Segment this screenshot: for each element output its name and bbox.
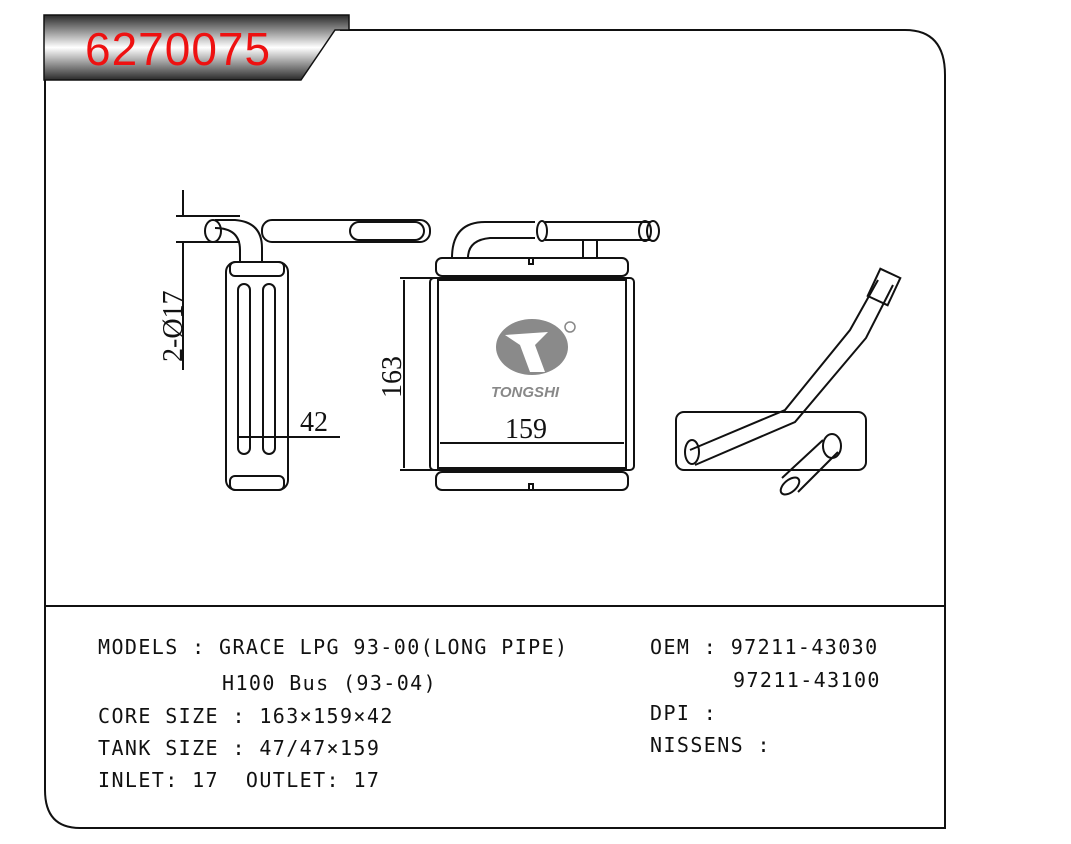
nissens-label: NISSENS xyxy=(650,733,745,757)
dpi-row: DPI : xyxy=(650,703,731,723)
sep: : xyxy=(232,736,246,760)
tank-size-row: TANK SIZE : 47/47×159 xyxy=(98,738,380,758)
part-number-banner xyxy=(43,14,350,81)
oem-row: OEM : 97211-43030 xyxy=(650,637,879,657)
inlet-label: INLET: xyxy=(98,768,179,792)
sep: : xyxy=(703,635,718,659)
tank-size-value: 47/47×159 xyxy=(259,736,381,760)
brand-name: TONGSHI xyxy=(491,384,560,401)
front-view-drawing xyxy=(400,220,660,491)
outlet-value: 17 xyxy=(353,768,381,792)
models-row: MODELS : GRACE LPG 93-00(LONG PIPE) xyxy=(98,637,568,657)
inlet-outlet-row: INLET: 17 OUTLET: 17 xyxy=(98,770,380,790)
models-value-2: H100 Bus (93-04) xyxy=(222,671,438,695)
sep: : xyxy=(757,733,771,757)
height-dim: 163 xyxy=(377,356,408,398)
depth-dim: 42 xyxy=(300,407,328,438)
nissens-row: NISSENS : xyxy=(650,735,784,755)
part-number: 6270075 xyxy=(85,23,272,75)
core-size-row: CORE SIZE : 163×159×42 xyxy=(98,706,394,726)
oem-value: 97211-43030 xyxy=(730,635,879,659)
oem-value: 97211-43100 xyxy=(733,668,881,692)
sep: : xyxy=(703,701,718,725)
sep: : xyxy=(232,704,246,728)
pipe-diameter-dim: 2-Ø17 xyxy=(158,290,189,362)
brand-logo: TONGSHI xyxy=(491,319,576,401)
oem-label: OEM xyxy=(650,635,691,659)
side-view-drawing xyxy=(176,190,431,491)
inlet-value: 17 xyxy=(192,768,219,792)
outlet-label: OUTLET: xyxy=(245,768,340,792)
models-value: GRACE LPG 93-00(LONG PIPE) xyxy=(219,635,569,659)
models-label: MODELS xyxy=(98,635,179,659)
core-size-label: CORE SIZE xyxy=(98,704,219,728)
dpi-label: DPI xyxy=(650,701,691,725)
sep: : xyxy=(192,635,206,659)
width-dim: 159 xyxy=(505,414,547,445)
core-size-value: 163×159×42 xyxy=(259,704,394,728)
pipe-view-drawing xyxy=(675,267,902,496)
tank-size-label: TANK SIZE xyxy=(98,736,219,760)
